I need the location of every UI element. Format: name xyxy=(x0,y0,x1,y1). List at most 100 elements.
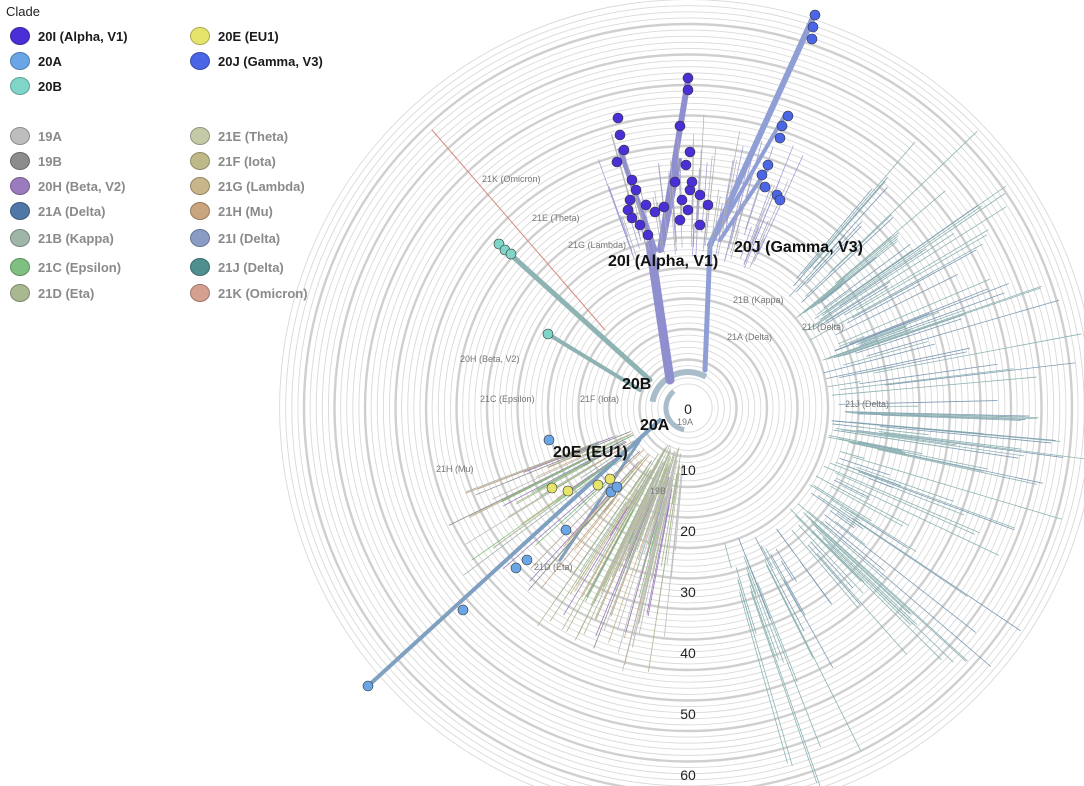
left-tip-branch xyxy=(583,441,627,467)
legend-item-21a[interactable]: 21A (Delta) xyxy=(10,201,105,221)
alpha-tip-node xyxy=(682,72,694,84)
branch-alpha-b xyxy=(657,77,691,253)
legend-item-19a[interactable]: 19A xyxy=(10,126,62,146)
distance-ring xyxy=(315,35,1061,781)
20b-tip-node xyxy=(505,248,517,260)
delta-tip-branch xyxy=(831,420,1056,441)
delta-tip-branch xyxy=(811,492,863,529)
upper-tip-branch xyxy=(721,187,729,225)
delta-tip-branch xyxy=(850,412,1038,420)
upper-tip-branch xyxy=(753,220,769,255)
branch-omicron xyxy=(431,129,606,331)
alpha-tip-node xyxy=(682,204,694,216)
lower-tip-branch xyxy=(590,459,663,606)
legend-item-21j[interactable]: 21J (Delta) xyxy=(190,257,284,277)
left-tip-branch xyxy=(595,493,654,637)
legend-item-20a[interactable]: 20A xyxy=(10,51,62,71)
delta-tip-branch xyxy=(852,432,952,449)
distance-ring xyxy=(302,22,1074,786)
lower-tip-branch xyxy=(646,461,676,585)
left-tip-branch xyxy=(608,516,652,643)
lower-tip-branch xyxy=(660,473,678,567)
lower-tip-branch xyxy=(629,469,647,495)
delta-tip-branch xyxy=(831,376,1037,396)
delta-tip-branch xyxy=(839,351,967,378)
delta-tip-branch xyxy=(884,432,1084,460)
delta-tip-branch xyxy=(835,274,958,336)
delta-tip-branch xyxy=(781,560,794,580)
clade-legend: Clade 20I (Alpha, V1) 20A 20B 20E (EU1) … xyxy=(0,0,360,310)
lower-tip-branch xyxy=(667,448,678,489)
delta-tip-branch xyxy=(811,530,942,660)
legend-item-21i[interactable]: 21I (Delta) xyxy=(190,228,280,248)
legend-item-20e[interactable]: 20E (EU1) xyxy=(190,26,279,46)
delta-tip-branch xyxy=(842,341,928,366)
delta-tip-branch xyxy=(839,193,1006,306)
legend-swatch xyxy=(190,177,210,195)
gamma-tip-node xyxy=(776,120,788,132)
delta-tip-branch xyxy=(837,287,1041,358)
legend-swatch xyxy=(10,177,30,195)
lower-tip-branch xyxy=(664,464,683,637)
delta-tip-branch xyxy=(828,339,878,358)
delta-tip-branch xyxy=(807,544,861,605)
delta-tip-branch xyxy=(820,521,991,667)
delta-tip-branch xyxy=(805,233,954,332)
legend-item-21k[interactable]: 21K (Omicron) xyxy=(190,283,308,303)
root-arc xyxy=(663,389,685,433)
delta-tip-branch xyxy=(869,478,893,488)
left-tip-branch xyxy=(609,506,628,537)
legend-item-20j[interactable]: 20J (Gamma, V3) xyxy=(190,51,323,71)
delta-tip-branch xyxy=(852,425,929,436)
20a-tip-node xyxy=(611,481,623,493)
upper-tip-branch xyxy=(670,162,677,243)
legend-item-21f[interactable]: 21F (Iota) xyxy=(190,151,276,171)
delta-tip-branch xyxy=(813,187,888,270)
legend-item-20h[interactable]: 20H (Beta, V2) xyxy=(10,176,125,196)
legend-item-19b[interactable]: 19B xyxy=(10,151,62,171)
distance-ring xyxy=(297,17,1079,786)
gamma-tip-node xyxy=(774,194,786,206)
legend-swatch xyxy=(10,52,30,70)
legend-item-21e[interactable]: 21E (Theta) xyxy=(190,126,288,146)
left-tip-branch xyxy=(581,437,622,457)
legend-item-21d[interactable]: 21D (Eta) xyxy=(10,283,94,303)
left-tip-branch xyxy=(613,451,632,466)
delta-tip-branch xyxy=(791,529,859,608)
delta-tip-branch xyxy=(834,283,1009,352)
upper-tip-branch xyxy=(658,165,668,235)
axis-tick-label: 30 xyxy=(680,584,696,600)
legend-swatch xyxy=(10,284,30,302)
delta-tip-branch xyxy=(789,235,845,297)
left-tip-branch xyxy=(537,443,623,491)
legend-item-20i[interactable]: 20I (Alpha, V1) xyxy=(10,26,128,46)
legend-item-21b[interactable]: 21B (Kappa) xyxy=(10,228,114,248)
distance-ring xyxy=(565,285,811,531)
delta-tip-branch xyxy=(798,277,845,317)
distance-ring xyxy=(407,127,969,689)
legend-item-21c[interactable]: 21C (Epsilon) xyxy=(10,257,121,277)
distance-ring xyxy=(401,121,975,695)
legend-item-label: 20J (Gamma, V3) xyxy=(218,53,323,69)
delta-tip-branch xyxy=(813,281,891,330)
left-tip-branch xyxy=(574,500,615,550)
delta-tip-branch xyxy=(849,288,988,345)
gamma-tip-node xyxy=(774,132,786,144)
left-tip-branch xyxy=(632,494,650,533)
left-tip-branch xyxy=(638,497,666,598)
delta-tip-branch xyxy=(844,229,989,316)
delta-tip-branch xyxy=(755,537,805,632)
distance-ring xyxy=(498,218,878,598)
alpha-tip-node xyxy=(634,219,646,231)
delta-tip-branch xyxy=(874,333,1082,374)
legend-item-20b[interactable]: 20B xyxy=(10,76,62,96)
delta-tip-branch xyxy=(859,311,940,343)
left-tip-branch xyxy=(603,471,637,513)
legend-swatch xyxy=(10,152,30,170)
delta-tip-branch xyxy=(737,580,754,632)
delta-tip-branch xyxy=(824,521,885,571)
delta-tip-branch xyxy=(866,299,1060,357)
legend-item-21g[interactable]: 21G (Lambda) xyxy=(190,176,305,196)
lower-tip-branch xyxy=(561,476,650,630)
legend-item-21h[interactable]: 21H (Mu) xyxy=(190,201,273,221)
